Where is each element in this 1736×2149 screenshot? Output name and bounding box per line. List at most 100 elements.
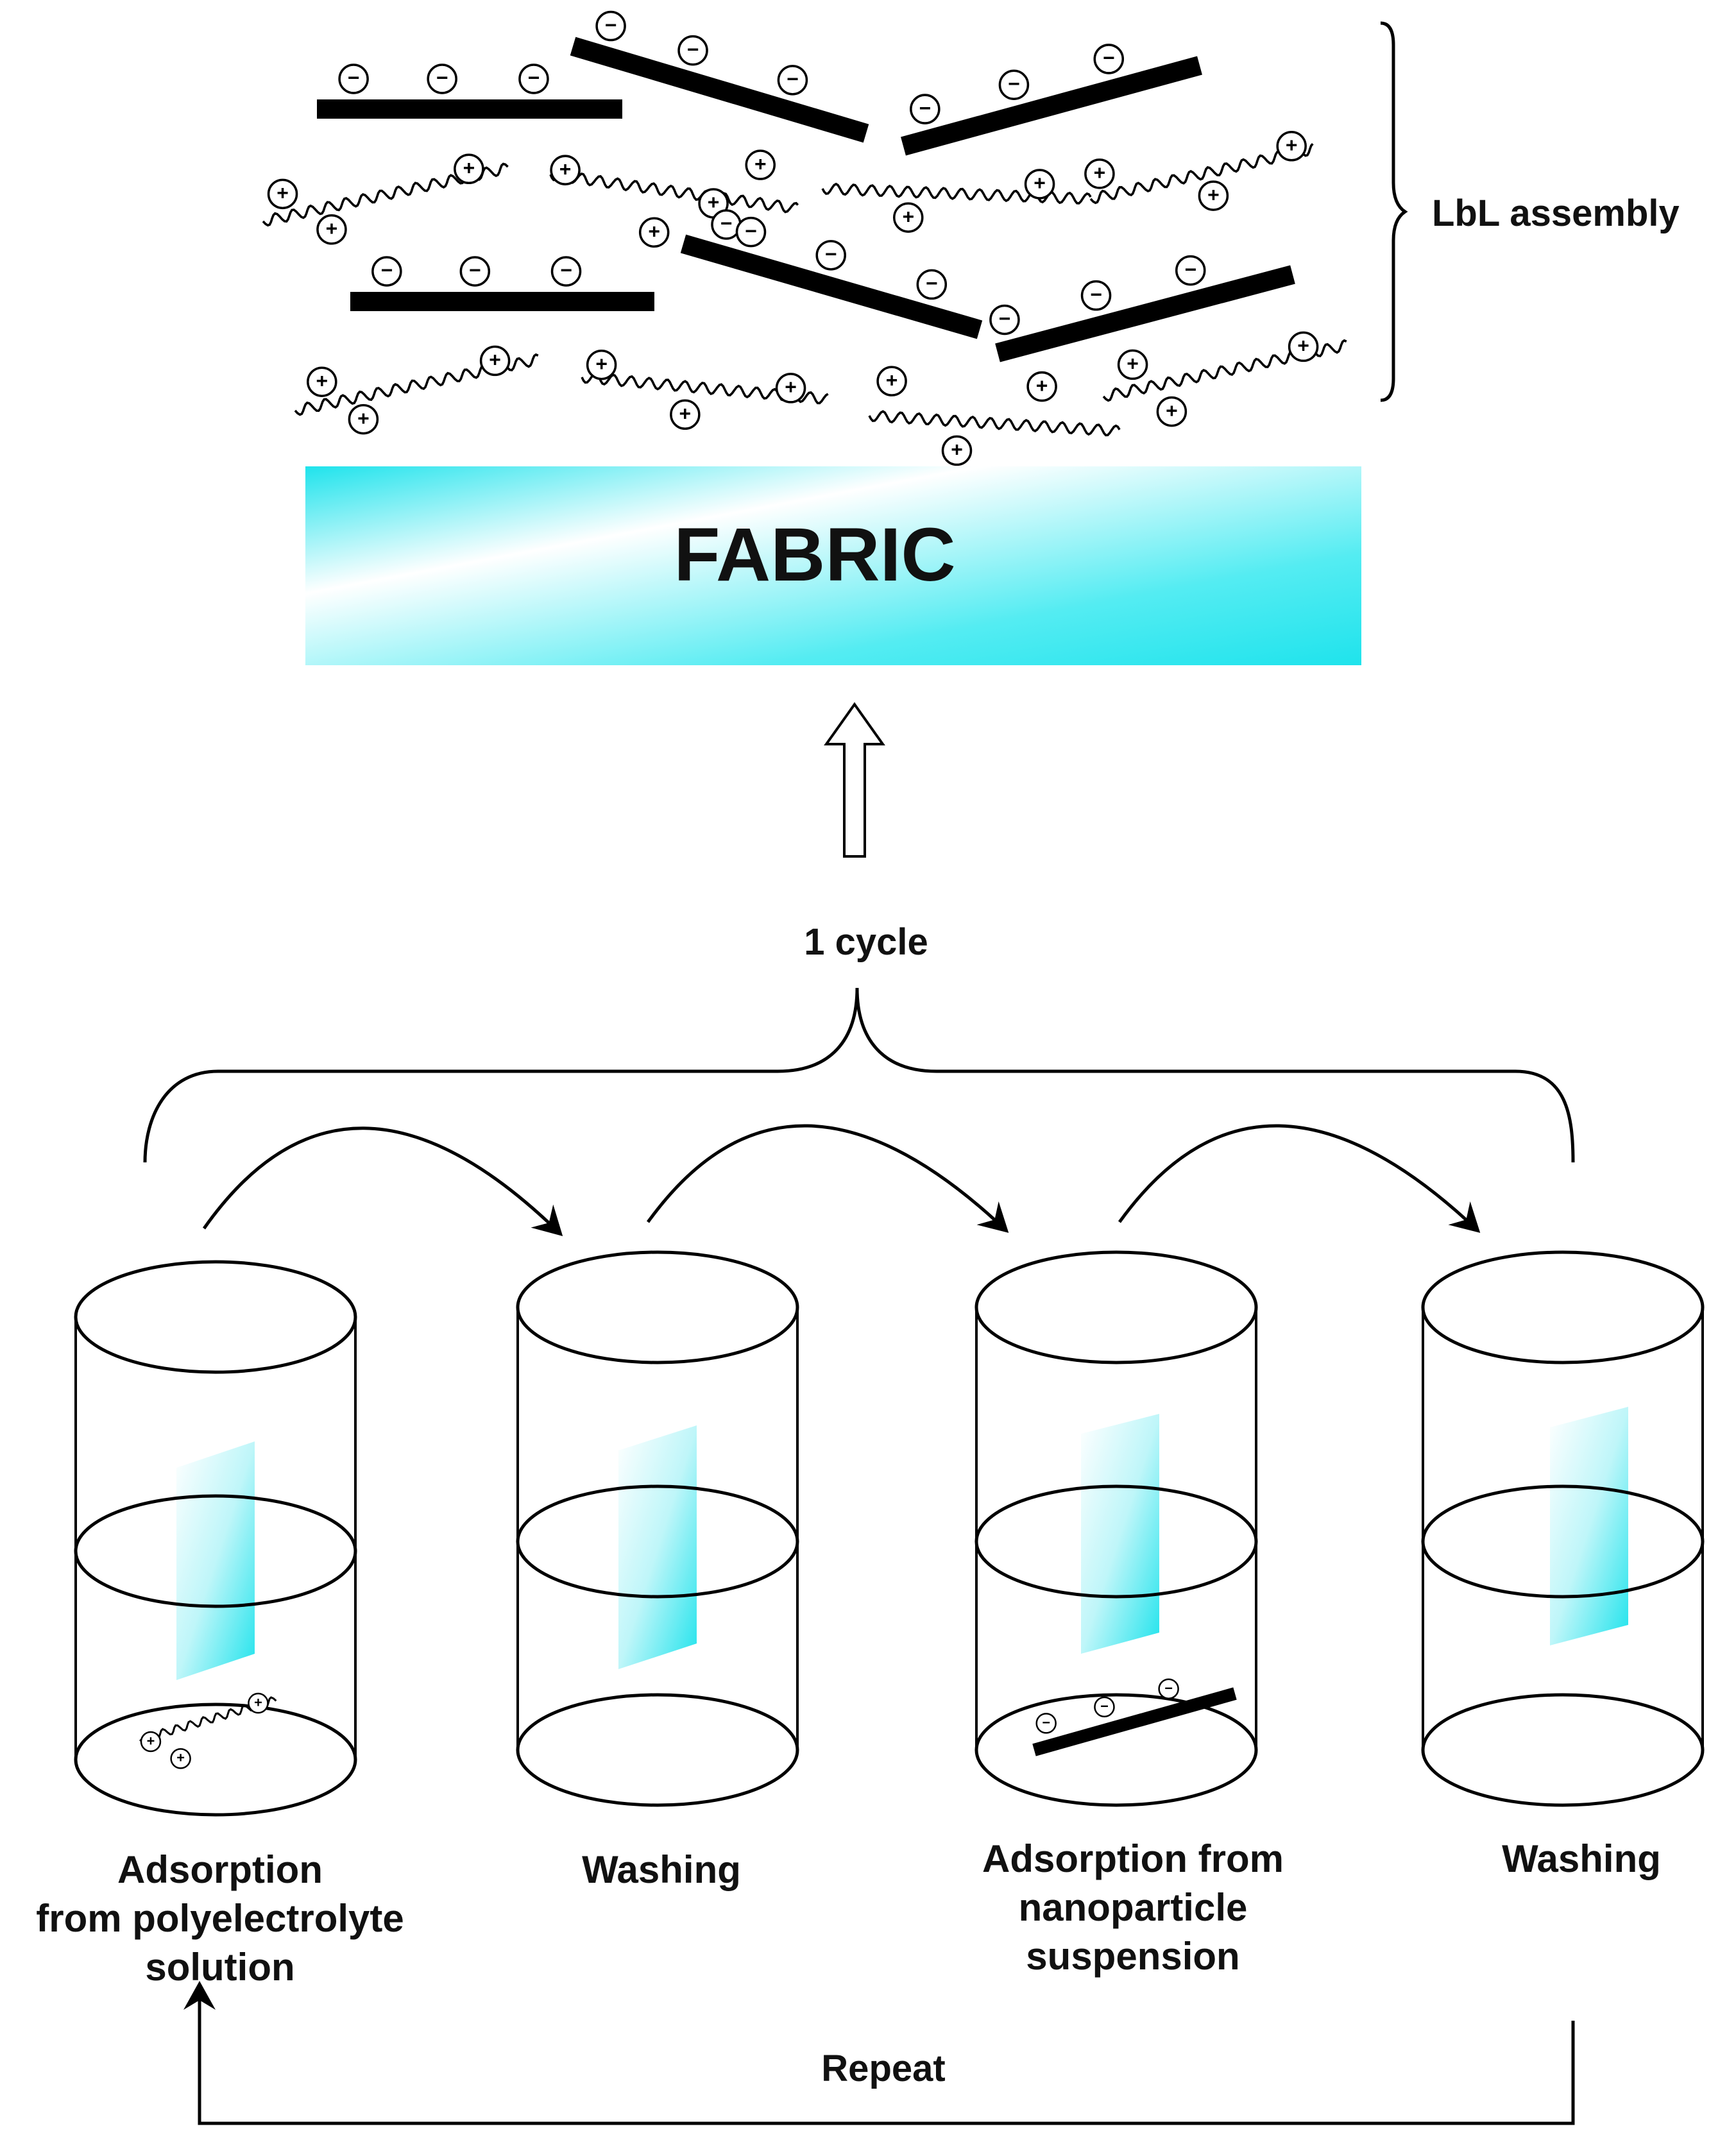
assembly-brace <box>1380 21 1408 402</box>
positive-charge: + <box>638 217 670 248</box>
positive-charge: + <box>876 366 907 396</box>
positive-charge: + <box>1026 371 1057 402</box>
station-3: −−− <box>974 1250 1258 1807</box>
positive-charge: + <box>586 349 617 380</box>
negative-charge: − <box>338 64 369 94</box>
polyelectrolyte-chain: + + + <box>868 366 1121 466</box>
svg-text:−: − <box>787 67 799 90</box>
fabric-strip <box>618 1425 697 1669</box>
svg-text:−: − <box>381 259 393 282</box>
negative-charge: − <box>677 35 708 66</box>
svg-text:−: − <box>919 96 932 119</box>
negative-charge: − <box>998 69 1030 101</box>
flow-arrow-2 <box>646 1124 1009 1233</box>
polyelectrolyte-chain: + + + <box>262 153 509 245</box>
station-1: +++ <box>74 1260 357 1817</box>
beaker-bottom <box>516 1693 799 1807</box>
negative-charge: − <box>815 240 846 271</box>
nanosheet: − − − <box>570 10 869 143</box>
negative-charge: − <box>371 256 402 287</box>
fabric-strip <box>176 1441 255 1680</box>
svg-text:+: + <box>648 220 660 243</box>
negative-charge: − <box>550 256 582 287</box>
beaker-top <box>974 1250 1258 1364</box>
positive-charge: + <box>348 403 379 435</box>
svg-text:+: + <box>1207 183 1220 206</box>
svg-text:+: + <box>951 438 963 461</box>
polyelectrolyte-chain: + + + <box>1102 331 1347 427</box>
fabric-block <box>305 466 1361 665</box>
svg-text:+: + <box>754 152 767 175</box>
svg-text:+: + <box>1094 161 1106 184</box>
positive-charge: + <box>775 373 806 403</box>
repeat-loop-line <box>183 1981 1575 2125</box>
svg-text:+: + <box>489 348 501 371</box>
nanosheet: − − − <box>989 255 1295 362</box>
positive-charge: + <box>248 1692 269 1714</box>
polyelectrolyte-chain: + + + <box>581 349 829 430</box>
svg-text:−: − <box>348 66 360 89</box>
flow-arrow-1 <box>202 1126 563 1236</box>
process-stations: +++−−− <box>74 1250 1705 1817</box>
liquid-surface <box>74 1494 357 1608</box>
nanosheet: −−− <box>317 64 622 119</box>
positive-charge: + <box>670 399 701 430</box>
svg-text:−: − <box>999 307 1011 330</box>
svg-text:−: − <box>720 212 733 235</box>
step-label-2: Washing <box>582 1848 741 1891</box>
beaker-bottom <box>74 1703 357 1817</box>
svg-text:+: + <box>886 368 898 391</box>
svg-text:−: − <box>528 66 540 89</box>
svg-text:+: + <box>1036 374 1048 397</box>
positive-charge: + <box>316 214 347 245</box>
beaker-top <box>74 1260 357 1374</box>
positive-charge: + <box>1276 131 1307 162</box>
svg-text:−: − <box>560 259 572 282</box>
negative-charge: − <box>777 65 808 96</box>
negative-charge: − <box>735 216 767 248</box>
nanosheet: − − − <box>901 44 1202 156</box>
polyelectrolyte-chain: + + + <box>1084 131 1314 211</box>
assembly-label: LbL assembly <box>1432 192 1680 234</box>
hollow-up-arrow <box>824 702 885 858</box>
svg-text:−: − <box>1008 72 1020 95</box>
negative-charge: − <box>459 256 491 287</box>
negative-charge: − <box>518 64 549 94</box>
negative-charge: − <box>1175 255 1206 286</box>
svg-text:+: + <box>277 182 289 205</box>
positive-charge: + <box>1084 158 1115 189</box>
svg-text:+: + <box>785 375 797 398</box>
svg-text:−: − <box>1090 283 1102 306</box>
station-4 <box>1421 1250 1705 1807</box>
positive-charge: + <box>1288 331 1319 362</box>
repeat-label: Repeat <box>821 2048 945 2089</box>
negative-charge: − <box>916 269 948 300</box>
positive-charge: + <box>454 153 484 185</box>
svg-text:+: + <box>254 1694 262 1710</box>
svg-text:−: − <box>469 259 481 282</box>
fabric-label: FABRIC <box>674 513 955 597</box>
svg-text:−: − <box>1164 1680 1173 1696</box>
liquid-surface <box>974 1484 1258 1599</box>
positive-charge: + <box>479 345 511 377</box>
svg-text:+: + <box>326 217 338 240</box>
beaker-bottom <box>974 1693 1258 1807</box>
svg-text:+: + <box>1286 133 1298 157</box>
svg-text:−: − <box>687 38 699 61</box>
positive-charge: + <box>1117 349 1148 380</box>
svg-text:+: + <box>1166 399 1178 422</box>
negative-charge: − <box>1158 1678 1179 1699</box>
negative-charge: − <box>989 304 1020 336</box>
negative-charge: − <box>1093 44 1125 74</box>
polyelectrolyte-chain: ++++ <box>549 149 799 248</box>
positive-charge: + <box>140 1731 162 1753</box>
cycle-brace <box>143 987 1575 1163</box>
beaker-top <box>1421 1250 1705 1364</box>
svg-text:+: + <box>595 352 608 375</box>
negative-charge: − <box>427 64 457 94</box>
negative-charge: − <box>595 10 626 42</box>
liquid-surface <box>516 1484 799 1599</box>
